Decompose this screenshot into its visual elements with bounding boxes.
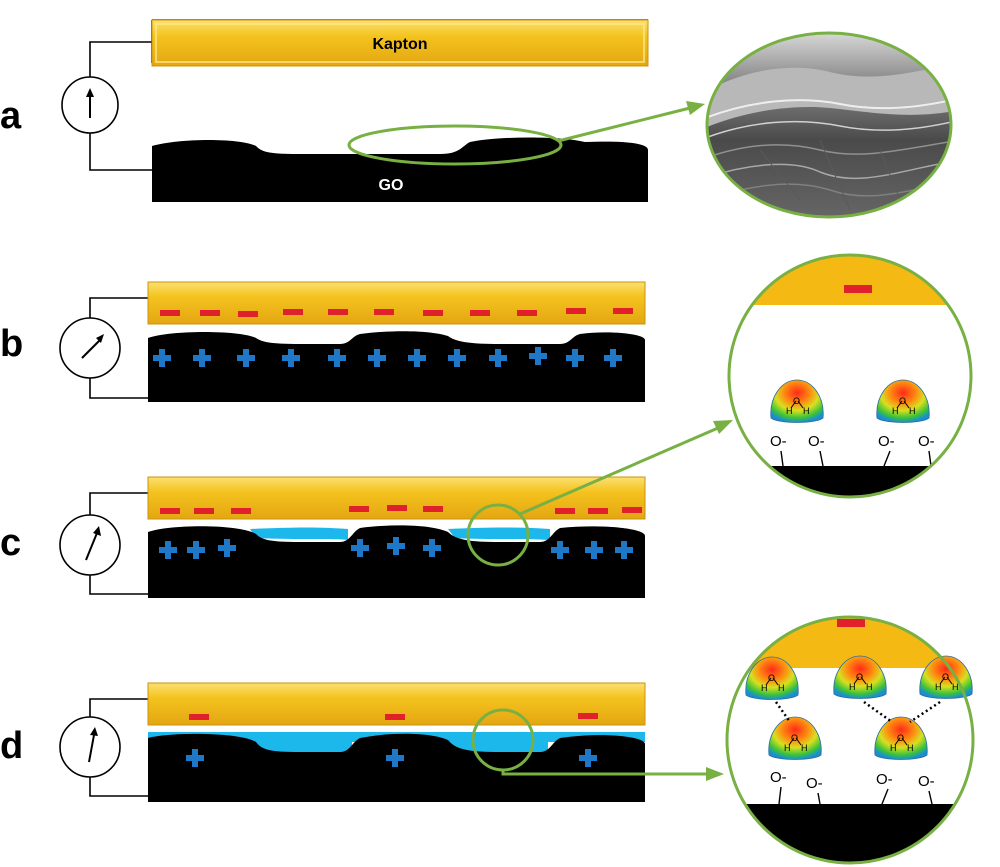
zoom-d-go [727,804,973,863]
connector-arrow-c [713,420,733,434]
highlight-ellipse-a [347,124,563,166]
svg-text:O: O [899,396,906,406]
svg-text:H: H [935,682,942,692]
panel-a: a Kapton GO [0,19,953,219]
sem-image [707,33,951,217]
circuit-wires-b [89,297,148,399]
water-molecule-b2: H H O [876,379,930,423]
needle-c [85,532,98,561]
panel-letter-b: b [0,323,23,365]
svg-text:H: H [761,683,768,693]
needle-tip-c [93,526,101,536]
water-molecule-d5: H H O [874,716,928,760]
svg-text:O-: O- [770,433,787,450]
meter-c [59,514,121,576]
go-layer-c [148,525,645,598]
go-layer-a [152,137,648,202]
svg-text:O-: O- [808,433,825,450]
positive-charges-c [159,537,633,559]
svg-text:H: H [892,406,899,416]
svg-text:O: O [768,673,775,683]
svg-text:H: H [909,406,916,416]
go-layer-b [148,331,645,402]
needle-tip-d [90,727,98,736]
svg-text:O-: O- [918,433,935,450]
positive-charges-b [153,347,622,367]
panel-letter-c: c [0,522,21,564]
svg-text:H: H [778,683,785,693]
panel-d: d [0,682,724,802]
negative-charges-c [160,505,642,514]
svg-text:O-: O- [878,433,895,450]
meter-b [59,317,121,379]
svg-text:O: O [856,672,863,682]
svg-text:O-: O- [770,769,787,786]
water-molecule-b1: H H O [770,379,824,423]
svg-text:H: H [801,743,808,753]
svg-text:O: O [791,733,798,743]
svg-text:H: H [952,682,959,692]
negative-charges-d [189,713,598,720]
water-film-c2 [448,527,550,540]
zoom-d-negative-charge [837,619,865,627]
oxygen-groups-d: O- O- O- O- [770,769,935,805]
zoom-circle-b: H H O H H O O- O- O- O- [727,253,973,499]
svg-text:H: H [849,682,856,692]
negative-charges-b [160,308,633,317]
water-molecule-d4: H H O [768,716,822,760]
svg-text:H: H [786,406,793,416]
needle-b [81,339,101,359]
kapton-layer-b [147,281,646,325]
oxygen-groups-b: O- O- O- O- [770,433,935,467]
meter-d [59,716,121,778]
water-molecule-d3: H H O [919,655,973,699]
svg-text:O: O [897,733,904,743]
panel-b: b [0,281,646,402]
zoom-b-go [729,466,971,497]
needle-tip-b [96,334,104,343]
kapton-layer-a [151,19,649,67]
circuit-wires-c [89,492,148,595]
zoom-circle-d: H H O H H O H H O H H O H H O [725,615,975,865]
panel-letter-d: d [0,725,23,767]
water-film-c1 [250,527,348,540]
svg-text:H: H [784,743,791,753]
svg-text:O-: O- [806,775,823,792]
water-molecule-d1: H H O [745,656,799,700]
svg-text:H: H [803,406,810,416]
connector-line-a [557,106,691,143]
svg-text:O-: O- [876,771,893,788]
go-layer-d [148,733,645,802]
water-molecule-d2: H H O [833,655,887,699]
circuit-wires-d [89,698,148,797]
go-label: GO [379,177,404,194]
needle-d [88,734,95,763]
svg-text:H: H [907,743,914,753]
positive-charges-d [186,749,597,767]
connector-arrow-d [706,767,724,781]
needle-tip-a [86,88,94,97]
connector-arrow-a [686,101,705,115]
svg-text:O: O [942,672,949,682]
zoom-b-negative-charge [844,285,872,293]
svg-text:O: O [793,396,800,406]
hydrogen-bonds-d [774,700,941,724]
panel-c: c [0,420,733,598]
connector-line-c [519,426,719,516]
svg-text:H: H [866,682,873,692]
highlight-circle-c [466,503,530,567]
connector-line-d [501,770,708,776]
svg-text:H: H [890,743,897,753]
kapton-label: Kapton [372,36,427,53]
zoom-circle-a [705,31,953,219]
panel-letter-a: a [0,95,22,137]
svg-text:O-: O- [918,773,935,790]
